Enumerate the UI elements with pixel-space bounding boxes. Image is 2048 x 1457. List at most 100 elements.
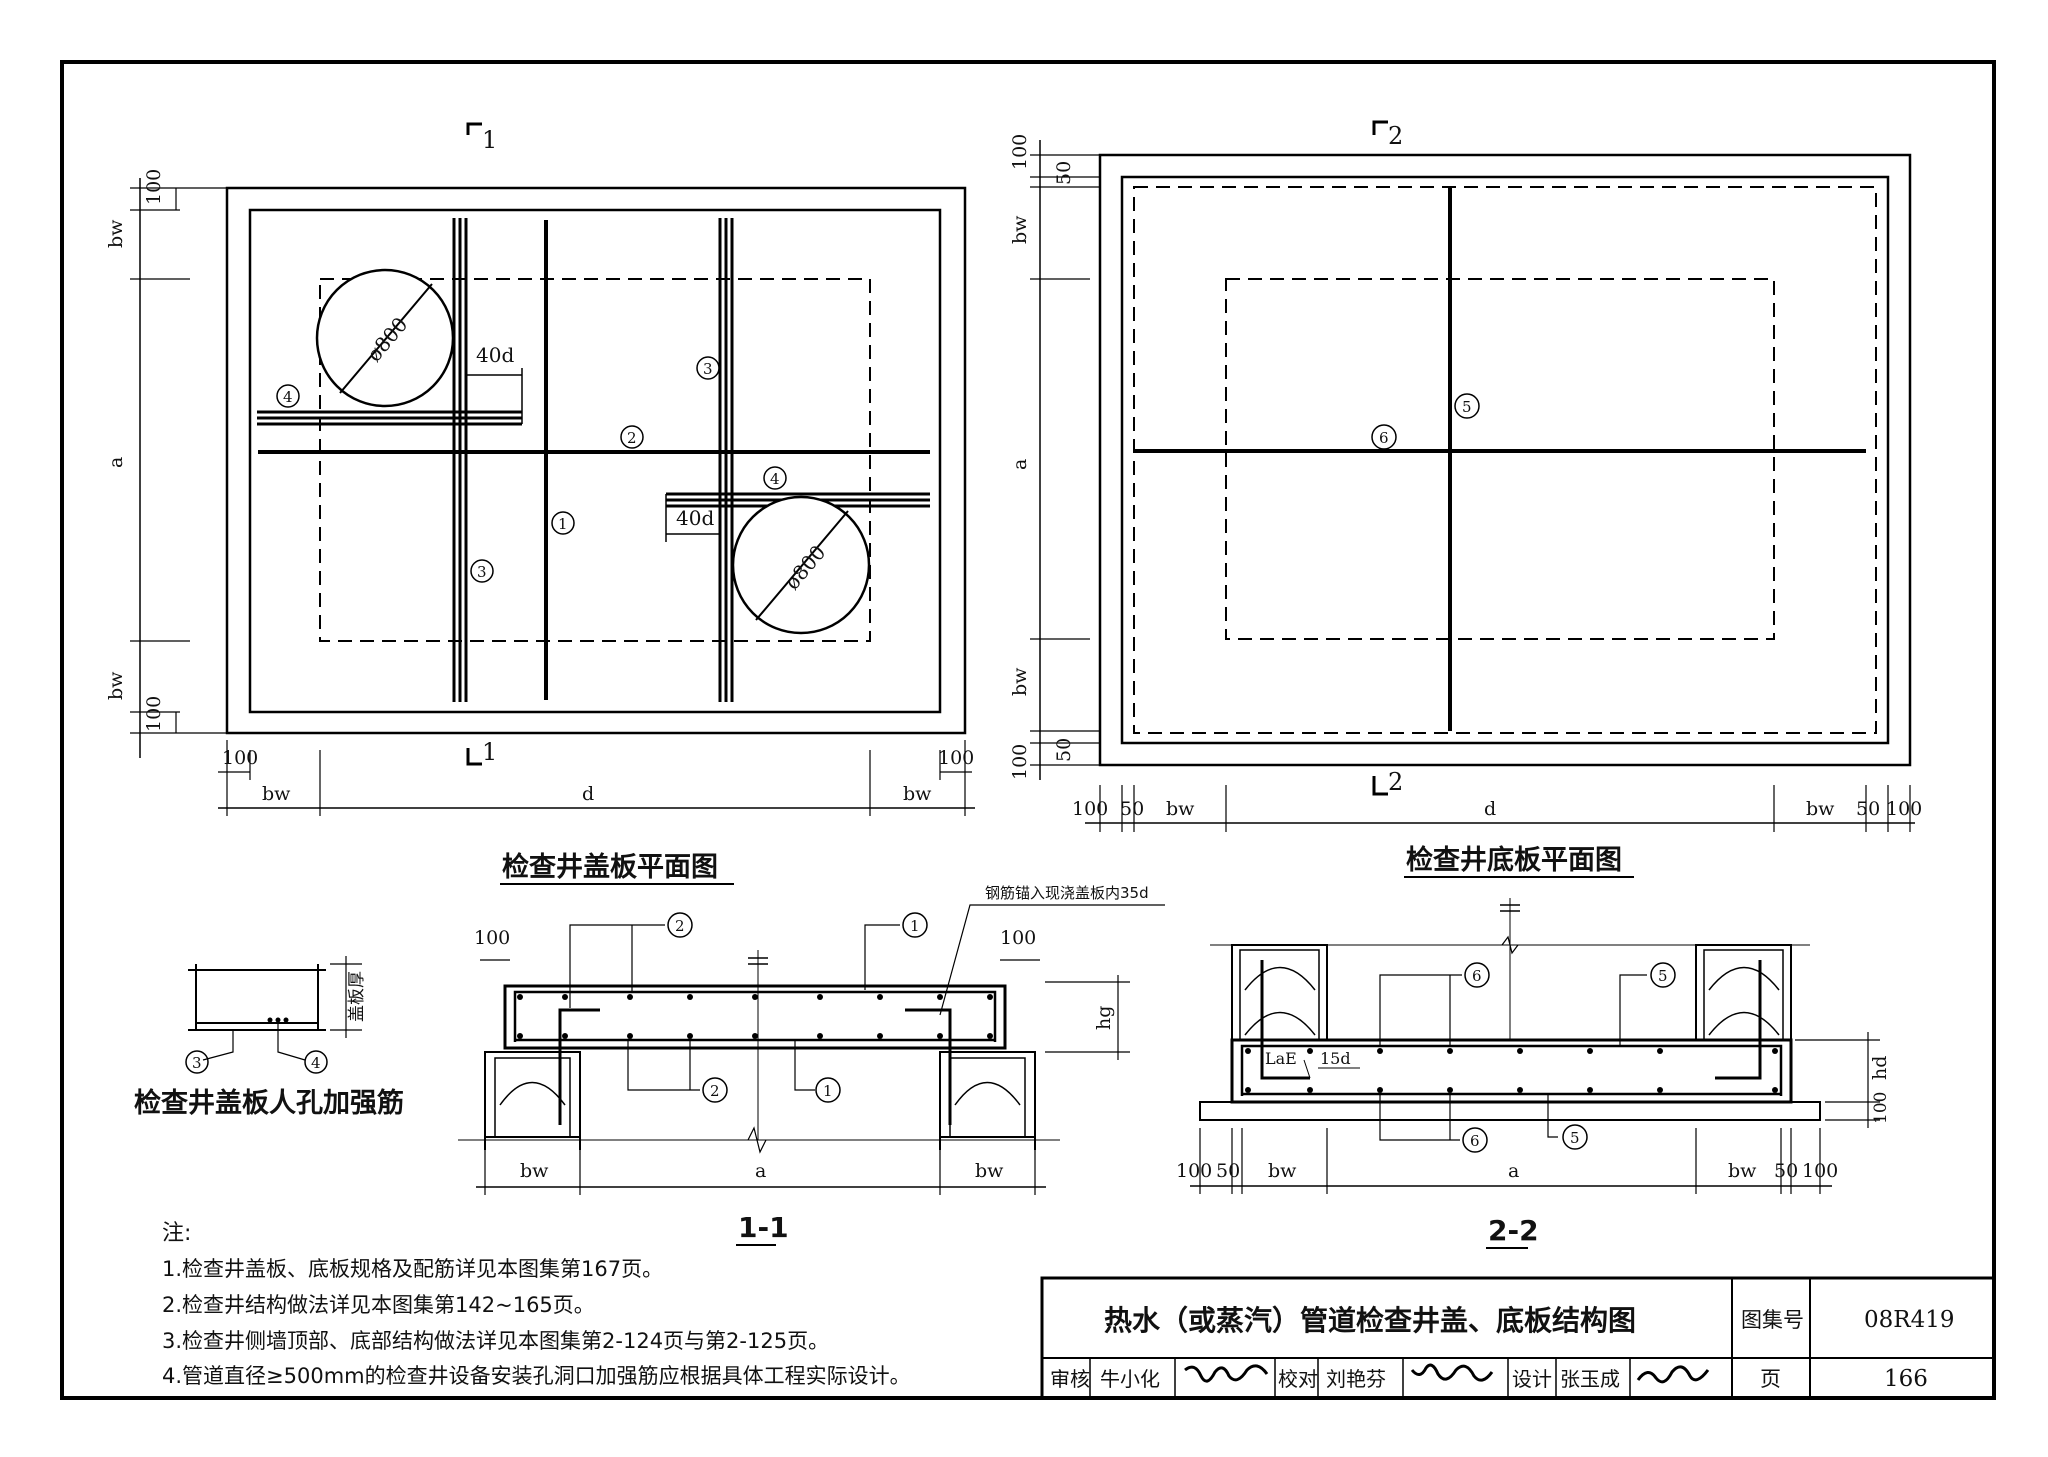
svg-text:100: 100 [143, 696, 165, 732]
callout-3-left: 3 [470, 559, 494, 583]
note-1: 1.检查井盖板、底板规格及配筋详见本图集第167页。 [162, 1257, 663, 1281]
section-mark-1-top: 1 [466, 122, 497, 154]
svg-text:100: 100 [938, 747, 974, 769]
sheet-border [60, 60, 1996, 1400]
diameter-line-left [339, 283, 433, 394]
svg-text:bw: bw [1806, 798, 1835, 820]
manhole-circle-left [315, 268, 455, 408]
reviewer-name: 牛小化 [1100, 1367, 1160, 1391]
section-mark-1-bottom: 1 [466, 738, 497, 766]
drawing-title: 热水（或蒸汽）管道检查井盖、底板结构图 [1104, 1304, 1636, 1337]
svg-text:5: 5 [1658, 967, 1668, 985]
designer-signature [1636, 1365, 1710, 1384]
callout-5-bottom: 5 [1562, 1124, 1588, 1150]
note-4: 4.管道直径≥500mm的检查井设备安装孔洞口加强筋应根据具体工程实际设计。 [162, 1364, 911, 1388]
footing [1199, 1101, 1821, 1121]
svg-text:bw: bw [1268, 1160, 1297, 1182]
svg-text:100: 100 [143, 169, 165, 205]
svg-text:50: 50 [1120, 798, 1144, 820]
svg-text:bw: bw [1166, 798, 1195, 820]
callout-4-right: 4 [763, 466, 787, 490]
manhole-rebar-detail: 盖板厚 3 4 检查井盖板人孔加强筋 [134, 956, 404, 1119]
bottom-plate-plan: 6 5 2 2 100 50 bw a b [1009, 120, 1922, 878]
svg-text:1: 1 [482, 738, 497, 766]
plate-outline [225, 186, 967, 735]
bottom-plate-outline [1098, 153, 1912, 767]
svg-text:100: 100 [1072, 798, 1108, 820]
callout-6: 6 [1371, 424, 1397, 450]
svg-text:4: 4 [311, 1054, 321, 1072]
plan-top-title: 检查井盖板平面图 [502, 851, 718, 883]
title-block: 热水（或蒸汽）管道检查井盖、底板结构图 图集号 08R419 审核 牛小化 校对… [1040, 1276, 1996, 1400]
svg-text:3: 3 [703, 360, 713, 378]
svg-text:2: 2 [1388, 122, 1403, 150]
svg-text:5: 5 [1462, 398, 1472, 416]
rebar-3-left [452, 218, 468, 702]
callout-4-left: 4 [276, 384, 300, 408]
plan-top-vertical-dims: 100 bw a bw 100 [105, 169, 227, 758]
right-wall-2 [1695, 944, 1792, 1041]
svg-text:bw: bw [105, 219, 127, 248]
callout-1: 1 [551, 511, 575, 535]
design-label: 设计 [1512, 1367, 1552, 1391]
section-1-title: 1-1 [738, 1211, 789, 1244]
plan-bottom-vertical-dims: 100 50 bw a bw 50 100 [1009, 134, 1100, 780]
svg-text:2: 2 [627, 429, 637, 447]
section-1-1: 2 1 2 1 钢筋锚入现浇盖板内35d 100 100 hg bw a bw … [458, 884, 1165, 1246]
opening-dashed [319, 278, 871, 642]
notes: 注: 1.检查井盖板、底板规格及配筋详见本图集第167页。 2.检查井结构做法详… [162, 1221, 911, 1388]
cover-plate-plan: ø800 ø800 40d 40d 4 2 3 [105, 122, 975, 885]
anchor-len-upper: 40d [476, 343, 514, 367]
svg-text:d: d [582, 783, 594, 805]
svg-text:bw: bw [1009, 215, 1031, 244]
svg-text:2: 2 [675, 917, 685, 935]
rebar-3-right [718, 218, 734, 702]
svg-text:100: 100 [1871, 1092, 1891, 1124]
svg-text:4: 4 [283, 388, 293, 406]
svg-text:2: 2 [1388, 768, 1403, 796]
svg-text:1: 1 [558, 515, 568, 533]
plan-top-horizontal-dims: 100 bw d bw 100 [218, 740, 975, 816]
svg-text:a: a [1009, 459, 1031, 470]
callout-3-right: 3 [696, 356, 720, 380]
checker-signature [1410, 1363, 1494, 1382]
section-mark-2-bottom: 2 [1372, 768, 1403, 796]
plan-bottom-horizontal-dims: 100 50 bw d bw 50 100 [1072, 785, 1922, 832]
callout-6-top: 6 [1464, 962, 1490, 988]
note-3: 3.检查井侧墙顶部、底部结构做法详见本图集第2-124页与第2-125页。 [162, 1329, 829, 1353]
section-2-title: 2-2 [1488, 1214, 1539, 1247]
diameter-line-right [755, 510, 849, 621]
svg-text:3: 3 [477, 563, 487, 581]
slab-thickness-label: 盖板厚 [347, 971, 367, 1022]
svg-text:1: 1 [482, 126, 497, 154]
notes-heading: 注: [162, 1221, 191, 1246]
anchor-dim-lower: 40d [665, 494, 720, 542]
svg-text:5: 5 [1570, 1129, 1580, 1147]
manhole-circle-right [731, 495, 871, 635]
svg-text:d: d [1484, 798, 1496, 820]
page-number: 166 [1884, 1366, 1928, 1392]
svg-text:bw: bw [262, 783, 291, 805]
cover-slab [503, 984, 1007, 1050]
callout-5-top: 5 [1650, 962, 1676, 988]
rebar-4-left [257, 410, 522, 426]
svg-text:100: 100 [1886, 798, 1922, 820]
svg-text:bw: bw [1728, 1160, 1757, 1182]
reviewer-signature [1184, 1364, 1269, 1383]
svg-text:a: a [1508, 1160, 1519, 1182]
callout-2-bottom: 2 [702, 1077, 728, 1103]
svg-text:hd: hd [1869, 1056, 1891, 1080]
svg-text:bw: bw [1009, 667, 1031, 696]
svg-text:100: 100 [474, 927, 510, 949]
svg-text:6: 6 [1470, 1132, 1480, 1150]
svg-text:6: 6 [1472, 967, 1482, 985]
callout-2-top: 2 [667, 912, 693, 938]
atlas-number: 08R419 [1864, 1307, 1954, 1333]
svg-text:bw: bw [975, 1160, 1004, 1182]
svg-text:100: 100 [1000, 927, 1036, 949]
anchor-note: 钢筋锚入现浇盖板内35d [985, 884, 1149, 902]
svg-text:100: 100 [1009, 744, 1031, 780]
atlas-label: 图集号 [1741, 1308, 1804, 1332]
svg-text:1: 1 [823, 1082, 833, 1100]
svg-text:2: 2 [710, 1082, 720, 1100]
